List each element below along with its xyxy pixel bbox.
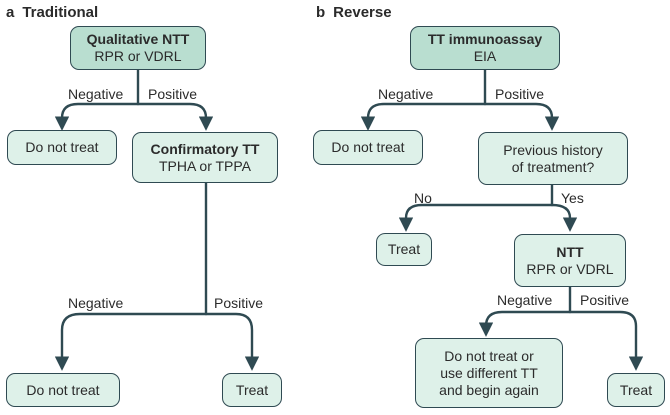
panel-a-name: Traditional bbox=[22, 4, 99, 21]
box-do-not-treat-a1-text: Do not treat bbox=[25, 139, 99, 155]
box-do-not-treat-b: Do not treat bbox=[313, 130, 423, 165]
box-do-not-treat-b-text: Do not treat bbox=[331, 139, 405, 155]
box-treat-a: Treat bbox=[222, 373, 282, 407]
b-arrow-yes bbox=[550, 203, 578, 232]
box-ntt-title: NTT bbox=[556, 243, 584, 260]
box-tt-immunoassay-sub: EIA bbox=[473, 48, 497, 64]
panel-b-name: Reverse bbox=[333, 4, 392, 21]
a-arrow-negative-1 bbox=[54, 102, 140, 131]
a-label-negative-2: Negative bbox=[68, 295, 124, 311]
box-treat-b1-text: Treat bbox=[387, 241, 421, 257]
panel-a-title: a Traditional bbox=[6, 4, 98, 21]
b-label-positive-1: Positive bbox=[495, 86, 545, 102]
box-confirmatory-tt-title: Confirmatory TT bbox=[150, 140, 260, 157]
box-previous-history-line2: of treatment? bbox=[511, 158, 595, 175]
box-treat-b1: Treat bbox=[376, 233, 432, 266]
a-label-positive-1: Positive bbox=[148, 86, 198, 102]
b-label-yes: Yes bbox=[561, 190, 584, 206]
b-arrow-positive-1 bbox=[483, 102, 560, 131]
box-qualitative-ntt-title: Qualitative NTT bbox=[86, 31, 190, 47]
box-ntt-sub: RPR or VDRL bbox=[526, 260, 614, 277]
b-arrow-no bbox=[398, 203, 554, 232]
b-arrow-negative-1 bbox=[360, 102, 487, 131]
box-qualitative-ntt-sub: RPR or VDRL bbox=[94, 48, 182, 64]
box-treat-b2-text: Treat bbox=[619, 381, 653, 398]
b-arrow-negative-2 bbox=[478, 310, 572, 337]
box-tt-immunoassay-title: TT immunoassay bbox=[427, 31, 543, 47]
b-label-no: No bbox=[414, 190, 432, 206]
a-label-negative-1: Negative bbox=[68, 86, 124, 102]
a-label-positive-2: Positive bbox=[214, 295, 264, 311]
box-do-not-treat-a2: Do not treat bbox=[6, 373, 120, 407]
box-treat-a-text: Treat bbox=[235, 381, 269, 398]
a-arrow-positive-1 bbox=[136, 102, 214, 131]
panel-b-title: b Reverse bbox=[316, 4, 392, 21]
b-label-positive-2: Positive bbox=[580, 292, 630, 308]
box-qualitative-ntt: Qualitative NTT RPR or VDRL bbox=[70, 26, 206, 70]
box-treat-b2: Treat bbox=[607, 373, 665, 407]
box-previous-history: Previous history of treatment? bbox=[478, 132, 628, 185]
b-arrow-positive-2 bbox=[568, 310, 644, 371]
box-retest-line2: use different TT bbox=[440, 364, 538, 381]
box-confirmatory-tt-sub: TPHA or TPPA bbox=[158, 157, 252, 174]
box-previous-history-line1: Previous history bbox=[503, 141, 603, 158]
box-retest-line1: Do not treat or bbox=[444, 347, 534, 364]
panel-a-letter: a bbox=[6, 4, 15, 21]
b-label-negative-2: Negative bbox=[497, 292, 553, 308]
b-label-negative-1: Negative bbox=[378, 86, 434, 102]
box-tt-immunoassay: TT immunoassay EIA bbox=[410, 26, 560, 70]
box-retest-line3: and begin again bbox=[439, 381, 539, 398]
a-arrow-positive-2 bbox=[204, 312, 260, 371]
box-do-not-treat-a1: Do not treat bbox=[7, 130, 117, 165]
box-do-not-treat-or-retest: Do not treat or use different TT and beg… bbox=[415, 338, 563, 408]
box-confirmatory-tt: Confirmatory TT TPHA or TPPA bbox=[132, 132, 278, 183]
panel-b-letter: b bbox=[316, 4, 326, 21]
box-do-not-treat-a2-text: Do not treat bbox=[26, 381, 100, 398]
box-ntt: NTT RPR or VDRL bbox=[514, 234, 626, 287]
a-arrow-negative-2 bbox=[54, 312, 208, 371]
